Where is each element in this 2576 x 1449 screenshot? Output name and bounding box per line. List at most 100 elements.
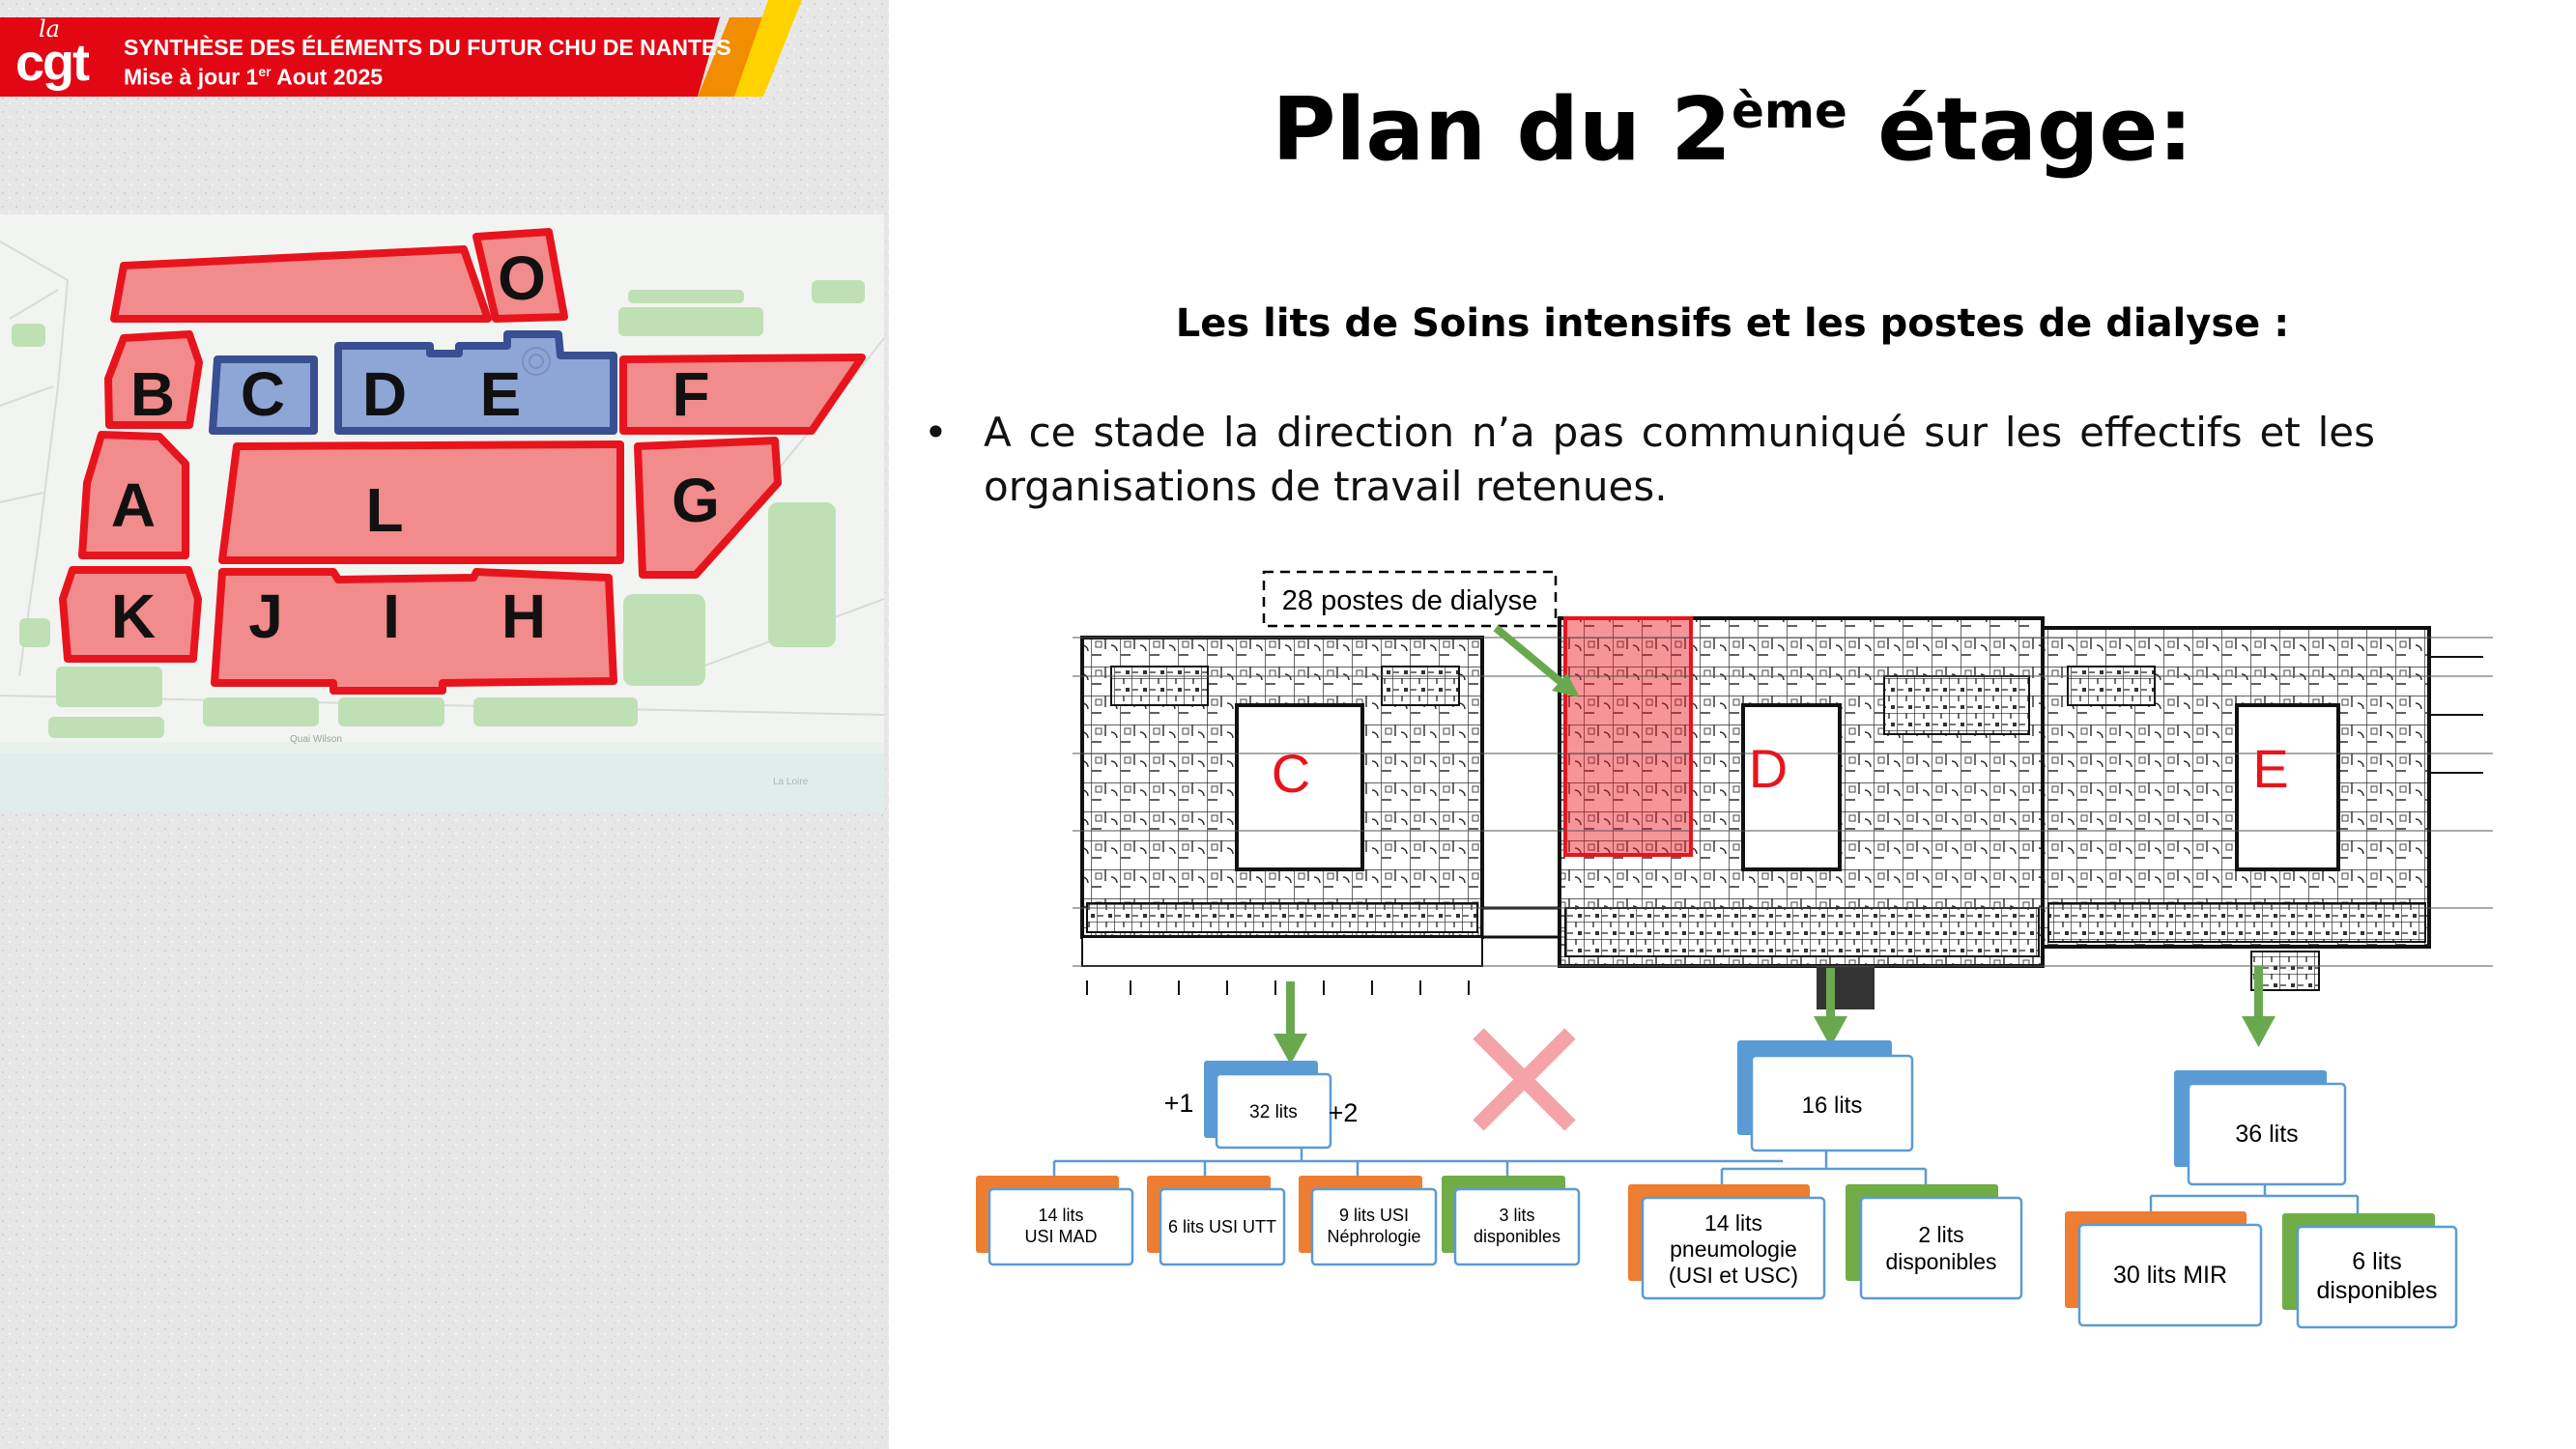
dialysis-callout: 28 postes de dialyse (1262, 570, 1580, 697)
box-c-child-1 (987, 1187, 1134, 1266)
building-label-h: H (501, 582, 546, 651)
title-main: Plan du 2 (1272, 79, 1732, 181)
building-label-e: E (480, 359, 522, 429)
callout-text: 28 postes de dialyse (1282, 585, 1537, 616)
title-sup: ème (1731, 83, 1847, 139)
bullet-text: A ce stade la direction n’a pas communiq… (984, 409, 2375, 510)
box-d-child-2-line2: disponibles (1885, 1249, 1996, 1274)
arrow-c-head (1274, 1034, 1307, 1065)
floor-plan-wing-e (2041, 626, 2483, 991)
box-e-child-1 (2077, 1223, 2263, 1327)
arrow-d-shaft (1826, 968, 1835, 1026)
box-c-child-1-line1: 14 lits (1038, 1206, 1083, 1225)
box-c-child-1-line2: USI MAD (1024, 1227, 1097, 1246)
org-tree-e: 36 lits 30 lits MIR 6 lits disponibles (2065, 1070, 2458, 1329)
building-f (619, 354, 866, 435)
left-panel-graphics: O B C D E F A L G K J I H Quai Wilson La… (0, 0, 889, 1449)
box-c-root-text: 32 lits (1249, 1102, 1298, 1122)
floor-plan-diagram: C D E 28 postes de dialyse (976, 570, 2493, 1329)
arrow-d-head (1814, 1016, 1847, 1047)
building-label-d: D (362, 359, 407, 429)
box-c-child-3-line2: Néphrologie (1327, 1227, 1420, 1246)
building-c (209, 355, 318, 435)
down-arrows (1274, 966, 2275, 1065)
building-g (634, 437, 782, 579)
right-panel: Plan du 2ème étage: Les lits de Soins in… (889, 0, 2576, 1449)
plus-right: +2 (1329, 1098, 1359, 1127)
org-tree-d: 16 lits 14 lits pneumologie (USI et USC)… (1628, 1040, 2023, 1300)
box-d-root-text: 16 lits (1802, 1093, 1863, 1119)
cancelled-cross (1473, 1028, 1576, 1131)
box-c-child-3-line1: 9 lits USI (1339, 1206, 1409, 1225)
update-sup: er (258, 64, 272, 79)
building-l (218, 440, 624, 564)
cgt-banner (0, 0, 802, 97)
building-label-l: L (365, 475, 403, 545)
box-c-child-2-line1: 6 lits USI UTT (1168, 1217, 1276, 1236)
arrow-c-shaft (1286, 981, 1295, 1043)
roof-details (522, 347, 551, 376)
building-label-c: C (241, 359, 285, 429)
banner-update: Mise à jour 1er Aout 2025 (124, 64, 383, 91)
building-k (59, 566, 202, 663)
building-label-k: K (111, 582, 156, 651)
courtyard-e (2235, 703, 2340, 871)
page-title: Plan du 2ème étage: (889, 79, 2576, 181)
building-label-f: F (672, 359, 709, 429)
box-c-child-4-line1: 3 lits (1499, 1206, 1534, 1225)
stair-core-d (1817, 966, 1875, 1009)
river-label: La Loire (773, 777, 809, 787)
building-o (472, 228, 568, 323)
box-c-root (1215, 1072, 1332, 1150)
courtyard-c (1235, 703, 1364, 871)
box-e-child-1-line1: 30 lits MIR (2113, 1262, 2227, 1289)
box-c-child-4-line2: disponibles (1474, 1227, 1560, 1246)
org-tree-c: 32 lits +1 +2 14 lits USI MAD 6 lits USI… (976, 1061, 1581, 1266)
box-d-child-1-line2: pneumologie (1670, 1236, 1797, 1262)
bullet-dot: • (924, 409, 948, 456)
building-label-i: I (383, 582, 400, 651)
update-prefix: Mise à jour 1 (124, 64, 259, 90)
courtyard-d (1741, 703, 1842, 871)
building-label-o: O (498, 243, 546, 313)
arrow-e-head (2242, 1016, 2275, 1047)
left-panel: O B C D E F A L G K J I H Quai Wilson La… (0, 0, 889, 1449)
logo-small: la (39, 15, 60, 43)
street-label: Quai Wilson (290, 734, 342, 745)
buildings-red (59, 228, 866, 695)
building-label-b: B (130, 359, 175, 429)
box-c-child-4 (1453, 1187, 1581, 1266)
box-e-child-2 (2296, 1225, 2458, 1329)
update-suffix: Aout 2025 (271, 64, 384, 90)
floor-plan-wing-c (1080, 636, 1484, 995)
title-end: étage: (1846, 79, 2193, 181)
plus-left: +1 (1164, 1089, 1194, 1118)
box-d-child-1-line3: (USI et USC) (1669, 1263, 1798, 1288)
box-d-root (1750, 1054, 1914, 1152)
river (0, 753, 884, 811)
building-label-j: J (248, 582, 283, 651)
floor-plan-wing-d (1558, 616, 2045, 1009)
bullet-paragraph: • A ce stade la direction n’a pas communi… (924, 406, 2375, 514)
building-label-a: A (111, 470, 156, 540)
box-e-root-text: 36 lits (2235, 1121, 2298, 1148)
zone-label-d: D (1749, 738, 1788, 799)
banner-text: la cgt SYNTHÈSE DES ÉLÉMENTS DU FUTUR CH… (0, 0, 889, 97)
building-letters: O B C D E F A L G K J I H (111, 243, 720, 651)
box-c-child-2 (1159, 1187, 1286, 1266)
box-c-child-3 (1310, 1187, 1438, 1266)
box-e-child-2-line2: disponibles (2316, 1277, 2437, 1304)
dialysis-zone (1563, 616, 1693, 857)
building-label-g: G (672, 466, 720, 535)
zone-label-e: E (2252, 738, 2288, 799)
building-jih (211, 568, 617, 695)
zone-label-c: C (1272, 743, 1310, 804)
zone-letters: C D E (1272, 738, 2289, 804)
building-de (334, 330, 617, 435)
map-greenery (12, 280, 865, 738)
arrow-e-shaft (2254, 966, 2263, 1026)
building-a (78, 431, 189, 559)
banner-title: SYNTHÈSE DES ÉLÉMENTS DU FUTUR CHU DE NA… (124, 35, 731, 60)
box-d-child-2-line1: 2 lits (1918, 1222, 1963, 1247)
box-d-child-1 (1641, 1196, 1826, 1300)
